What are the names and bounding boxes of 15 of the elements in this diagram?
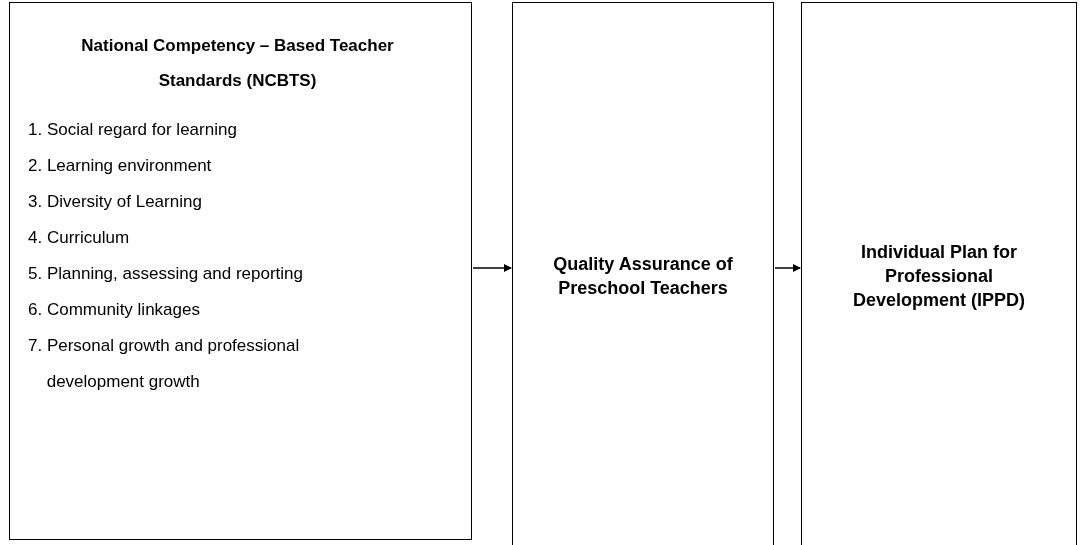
arrow [472, 264, 512, 272]
process-box [9, 2, 472, 540]
box-label: Quality Assurance of Preschool Teachers [552, 253, 734, 300]
list-item: 3. Diversity of Learning [28, 191, 203, 213]
box-heading: National Competency – Based Teacher Standards (NCBTS) [80, 35, 395, 92]
list-item: 2. Learning environment [28, 155, 213, 177]
list-item: 7. Personal growth and professional development growth [28, 335, 301, 393]
arrow [774, 264, 801, 272]
process-box [512, 2, 774, 545]
list-item: 1. Social regard for learning [28, 119, 238, 141]
list-item: 6. Community linkages [28, 299, 201, 321]
box-label: Individual Plan for Professional Development (IPPD) [852, 241, 1026, 312]
list-item: 4. Curriculum [28, 227, 131, 249]
list-item: 5. Planning, assessing and reporting [28, 263, 304, 285]
process-box [801, 2, 1077, 545]
